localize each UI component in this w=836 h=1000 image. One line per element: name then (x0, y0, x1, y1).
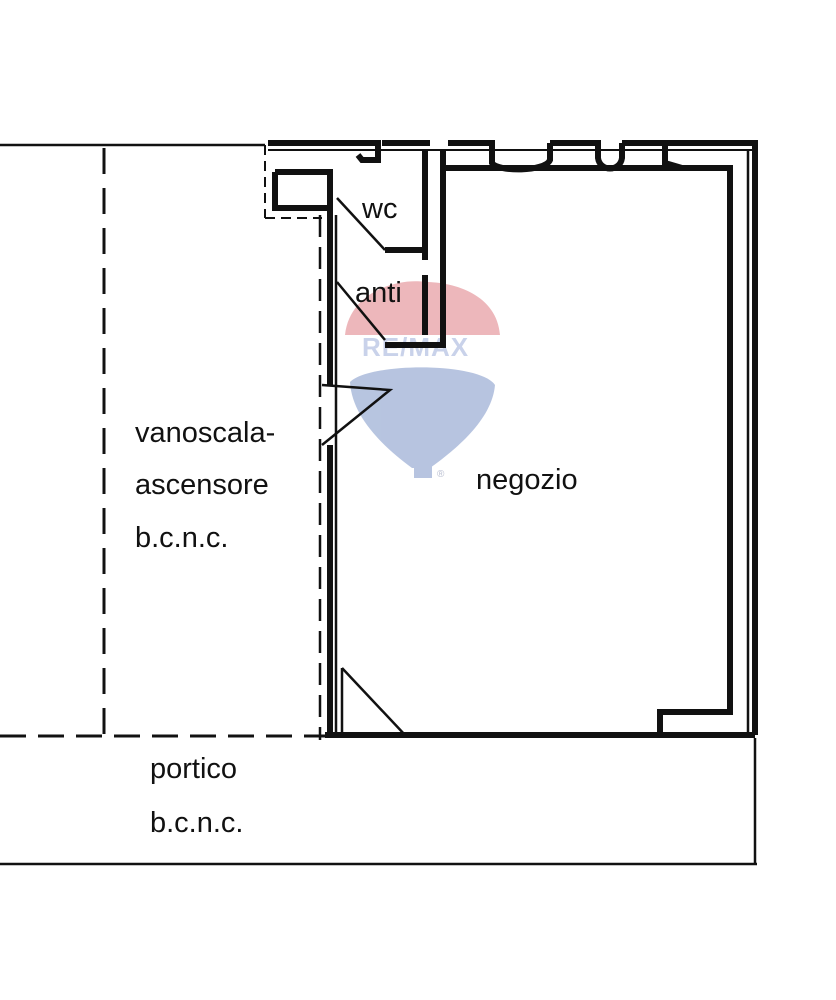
room-label-anti: anti (355, 277, 402, 309)
room-label-vanoscala-line-3: b.c.n.c. (135, 522, 229, 554)
room-label-vanoscala-line-1: vanoscala- (135, 417, 275, 449)
room-label-wc: wc (361, 193, 397, 225)
room-label-portico-line-2: b.c.n.c. (150, 807, 244, 839)
room-label-vanoscala-line-2: ascensore (135, 469, 269, 501)
room-labels: wc anti negozio vanoscala- ascensore b.c… (135, 193, 578, 839)
watermark-basket-icon (414, 466, 432, 478)
door-swings (321, 197, 406, 736)
watermark-registered: ® (437, 469, 445, 480)
room-label-portico-line-1: portico (150, 753, 237, 785)
room-label-negozio: negozio (476, 464, 578, 496)
boundary-lines (0, 143, 757, 866)
watermark-balloon-blue-icon (350, 367, 495, 468)
walls (268, 140, 758, 738)
